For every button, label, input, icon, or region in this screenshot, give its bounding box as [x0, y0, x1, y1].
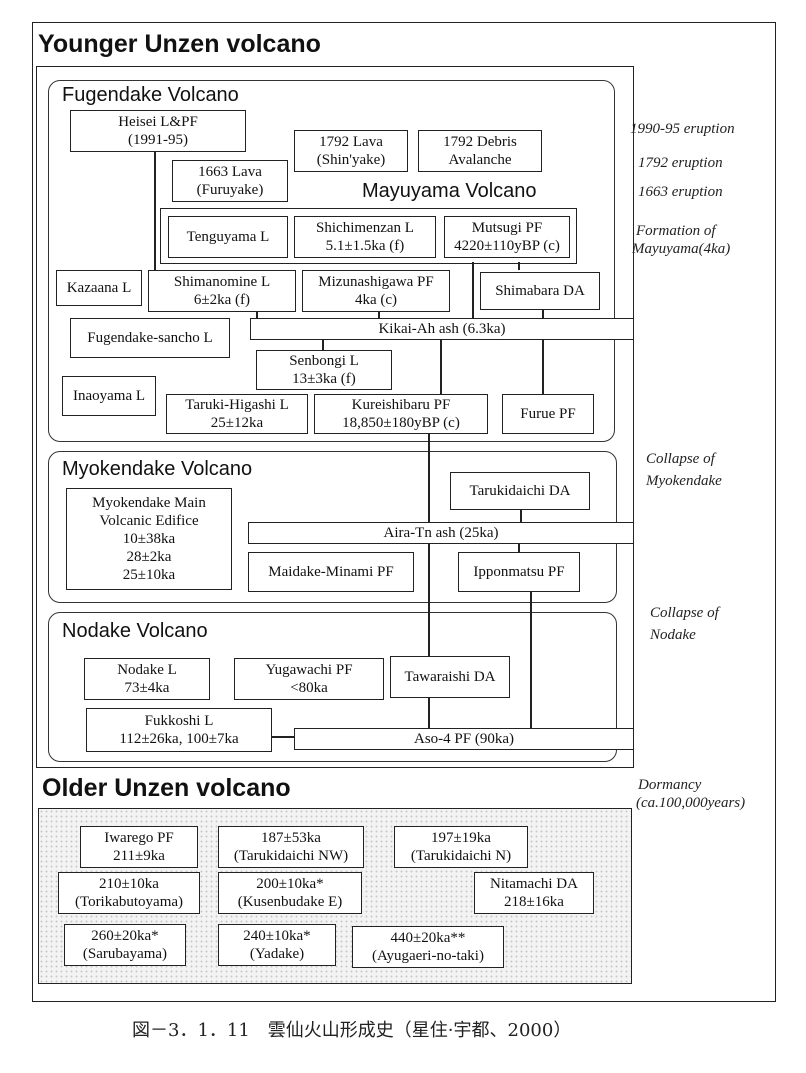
event-dormancy-1: Dormancy — [638, 777, 702, 793]
aira-ash-layer: Aira-Tn ash (25ka) — [248, 522, 634, 544]
kusenbudake-box: 200±10ka*(Kusenbudake E) — [218, 872, 362, 914]
connector-kikai-furue — [542, 338, 544, 394]
yadake-box: 240±10ka*(Yadake) — [218, 924, 336, 966]
figure-caption: 図－3．1．11 雲仙火山形成史（星住·宇都、2000） — [132, 1020, 572, 1041]
connector-fukkoshi-aso — [272, 736, 294, 738]
connector-aira-aso-left — [428, 542, 430, 730]
sarubayama-box: 260±20ka*(Sarubayama) — [64, 924, 186, 966]
fugendake-heading: Fugendake Volcano — [62, 84, 239, 106]
yugawachi-box: Yugawachi PF<80ka — [234, 658, 384, 700]
connector-ipponmatsu-aso — [530, 592, 532, 730]
connector-kikai-kureishibaru — [440, 338, 442, 394]
event-myokendake-collapse-2: Myokendake — [646, 473, 722, 489]
fugendake-sancho-box: Fugendake-sancho L — [70, 318, 230, 358]
myokendake-heading: Myokendake Volcano — [62, 458, 253, 480]
outer-frame — [32, 22, 776, 1002]
event-mayuyama-formation-1: Formation of — [636, 223, 716, 239]
mayuyama-heading: Mayuyama Volcano — [362, 180, 537, 202]
nodake-heading: Nodake Volcano — [62, 620, 208, 642]
connector-aira-ipponmatsu — [518, 542, 520, 552]
inaoyama-box: Inaoyama L — [62, 376, 156, 416]
event-nodake-collapse-2: Nodake — [650, 627, 696, 643]
ipponmatsu-box: Ipponmatsu PF — [458, 552, 580, 592]
furue-box: Furue PF — [502, 394, 594, 434]
event-mayuyama-formation-2: Mayuyama(4ka) — [632, 241, 731, 257]
fugendake-group — [48, 80, 615, 442]
ayugaeri-box: 440±20ka**(Ayugaeri-no-taki) — [352, 926, 504, 968]
tenguyama-box: Tenguyama L — [168, 216, 288, 258]
maidake-minami-box: Maidake-Minami PF — [248, 552, 414, 592]
connector-tarukidaichi-aira — [520, 508, 522, 522]
connector-kureishibaru-aira — [428, 434, 430, 522]
connector-mizunashigawa-kikai — [378, 310, 380, 318]
tawaraishi-box: Tawaraishi DA — [390, 656, 510, 698]
older-unzen-heading: Older Unzen volcano — [42, 774, 291, 802]
connector-heisei-shimanomine — [154, 150, 156, 270]
nodake-group — [48, 612, 617, 762]
kazaana-box: Kazaana L — [56, 270, 142, 306]
event-dormancy-2: (ca.100,000years) — [636, 795, 746, 811]
aso-4-layer: Aso-4 PF (90ka) — [294, 728, 634, 750]
heisei-lava-pf-box: Heisei L&PF(1991-95) — [70, 110, 246, 152]
connector-mayuyama-shimabara — [518, 262, 520, 270]
lava-1792-box: 1792 Lava(Shin'yake) — [294, 130, 408, 172]
event-nodake-collapse-1: Collapse of — [650, 605, 719, 621]
kikai-ash-layer: Kikai-Ah ash (6.3ka) — [250, 318, 634, 340]
tarukidaichi-nw-box: 187±53ka(Tarukidaichi NW) — [218, 826, 364, 868]
younger-unzen-frame — [36, 66, 634, 768]
shimabara-box: Shimabara DA — [480, 272, 600, 310]
connector-shimabara-kikai — [542, 308, 544, 318]
torikabutoyama-box: 210±10ka(Torikabutoyama) — [58, 872, 200, 914]
connector-shimanomine-kikai — [256, 310, 258, 318]
mayuyama-frame — [160, 208, 577, 264]
lava-1663-box: 1663 Lava(Furuyake) — [172, 160, 288, 202]
younger-unzen-heading: Younger Unzen volcano — [38, 30, 321, 58]
event-1663: 1663 eruption — [638, 184, 723, 200]
tarukidaichi-n-box: 197±19ka(Tarukidaichi N) — [394, 826, 528, 868]
event-1990-95: 1990-95 eruption — [630, 121, 735, 137]
connector-mutsugi-vertical — [472, 262, 474, 318]
event-1792: 1792 eruption — [638, 155, 723, 171]
tarukidaichi-da-box: Tarukidaichi DA — [450, 472, 590, 510]
connector-kikai-senbongi — [322, 338, 324, 350]
event-myokendake-collapse-1: Collapse of — [646, 451, 715, 467]
